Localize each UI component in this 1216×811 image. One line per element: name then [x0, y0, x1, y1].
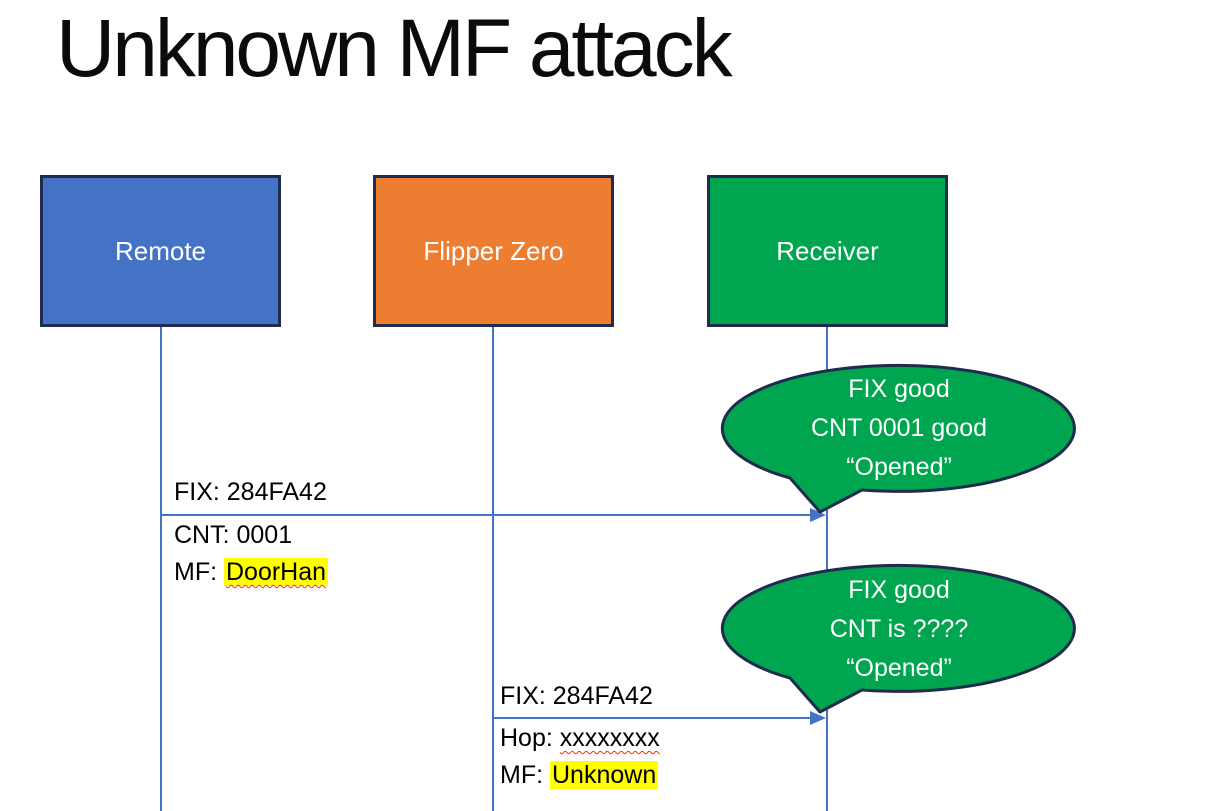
message2-line-fix: FIX: 284FA42 [500, 681, 653, 711]
message2-hop-value: xxxxxxxx [559, 724, 660, 752]
bubble2-line2: CNT is ???? [829, 615, 969, 643]
message2-mf-value-highlighted: Unknown [550, 761, 659, 789]
message2-line-mf: MF: Unknown [500, 760, 659, 790]
bubble2-line3: “Opened” [846, 654, 952, 682]
lifeline-flipper-zero [492, 327, 494, 811]
bubble1-line3: “Opened” [846, 453, 952, 481]
lifeline-remote [160, 327, 162, 811]
actor-box-flipper-zero: Flipper Zero [373, 175, 614, 327]
message1-line-mf: MF: DoorHan [174, 557, 329, 587]
slide-title: Unknown MF attack [56, 3, 733, 94]
message-arrow-remote-to-receiver [161, 514, 811, 516]
message2-fix-text: FIX: 284FA42 [500, 682, 653, 710]
arrow-right-icon [810, 711, 826, 725]
message1-mf-value-highlighted: DoorHan [224, 558, 329, 586]
bubble1-line1: FIX good [848, 375, 950, 403]
message1-line-fix: FIX: 284FA42 [174, 477, 327, 507]
message1-cnt-text: CNT: 0001 [174, 521, 293, 549]
speech-bubble-2-text: FIX good CNT is ???? “Opened” [729, 571, 1069, 688]
message1-line-cnt: CNT: 0001 [174, 520, 292, 550]
actor-label-flipper-zero: Flipper Zero [423, 235, 564, 266]
actor-label-remote: Remote [114, 235, 207, 266]
message2-hop-prefix: Hop: [500, 724, 560, 752]
bubble1-line2: CNT 0001 good [810, 414, 988, 442]
message2-line-hop: Hop: xxxxxxxx [500, 723, 660, 753]
message1-mf-prefix: MF: [174, 558, 224, 586]
message1-fix-text: FIX: 284FA42 [174, 478, 327, 506]
actor-box-receiver: Receiver [707, 175, 948, 327]
bubble2-line1: FIX good [848, 576, 950, 604]
actor-label-receiver: Receiver [776, 235, 879, 266]
actor-box-remote: Remote [40, 175, 281, 327]
arrow-right-icon [810, 508, 826, 522]
speech-bubble-1-text: FIX good CNT 0001 good “Opened” [729, 370, 1069, 487]
message2-mf-prefix: MF: [500, 761, 550, 789]
message-arrow-flipper-to-receiver [493, 717, 811, 719]
